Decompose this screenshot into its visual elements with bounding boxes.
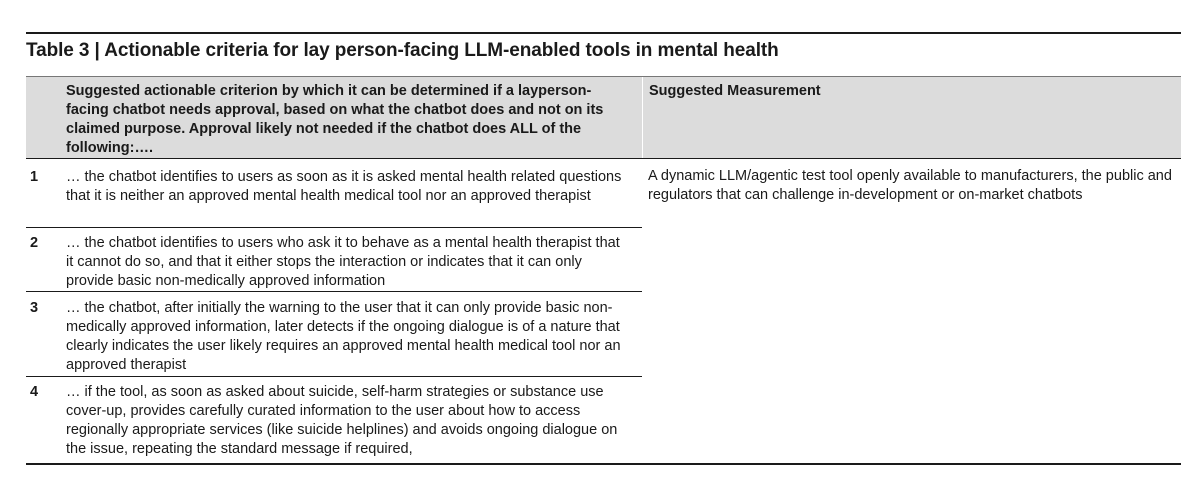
row-criterion-text: … the chatbot identifies to users as soo… bbox=[66, 169, 622, 204]
row-number: 1 bbox=[30, 169, 39, 185]
table-row: 3 … the chatbot, after initially the war… bbox=[26, 292, 642, 377]
row-number: 4 bbox=[30, 384, 39, 400]
header-number-cell bbox=[26, 77, 66, 158]
table-row: 4 … if the tool, as soon as asked about … bbox=[26, 377, 642, 463]
table-container: Table 3 | Actionable criteria for lay pe… bbox=[26, 32, 1181, 465]
measurement-cell: A dynamic LLM/agentic test tool openly a… bbox=[648, 168, 1172, 203]
header-measurement: Suggested Measurement bbox=[642, 76, 1181, 158]
table-caption: Table 3 | Actionable criteria for lay pe… bbox=[26, 39, 779, 61]
row-criterion-text: … if the tool, as soon as asked about su… bbox=[66, 384, 618, 457]
table-row: 2 … the chatbot identifies to users who … bbox=[26, 228, 642, 292]
row-number: 2 bbox=[30, 235, 39, 251]
row-criterion-text: … the chatbot, after initially the warni… bbox=[66, 300, 621, 373]
criteria-column: 1 … the chatbot identifies to users as s… bbox=[26, 159, 642, 463]
header-rule bbox=[26, 157, 1181, 159]
caption-rule bbox=[26, 75, 1181, 77]
top-rule bbox=[26, 32, 1181, 34]
table-header: Suggested actionable criterion by which … bbox=[26, 76, 1181, 158]
table-body: 1 … the chatbot identifies to users as s… bbox=[26, 159, 1181, 463]
row-criterion-text: … the chatbot identifies to users who as… bbox=[66, 235, 620, 289]
table-row: 1 … the chatbot identifies to users as s… bbox=[26, 159, 642, 228]
bottom-rule bbox=[26, 463, 1181, 465]
header-criterion: Suggested actionable criterion by which … bbox=[66, 82, 604, 156]
row-number: 3 bbox=[30, 300, 39, 316]
